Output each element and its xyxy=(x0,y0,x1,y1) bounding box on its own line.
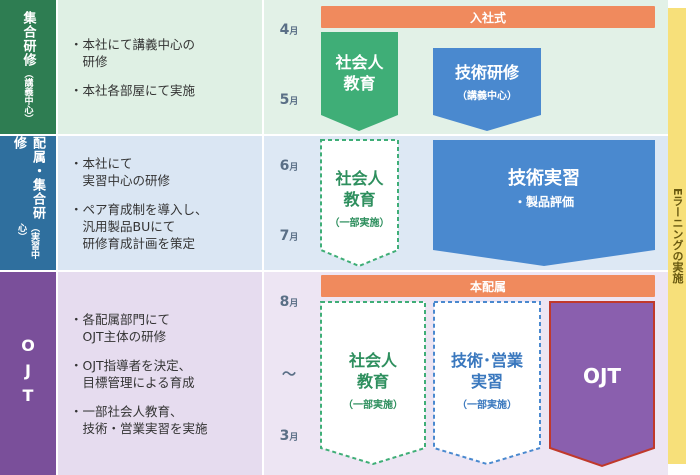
desc-item: ・OJT指導者を決定、 目標管理による育成 xyxy=(70,357,195,390)
phase-desc-3: ・各配属部門にて OJT主体の研修 ・OJT指導者を決定、 目標管理による育成 … xyxy=(58,272,262,475)
phase-desc-1: ・本社にて講義中心の 研修 ・本社各部屋にて実施 xyxy=(58,0,262,134)
shakaijin-partial-arrow-1 xyxy=(320,139,399,268)
elearning-bar: Eラーニングの実施 xyxy=(668,8,686,464)
phase-label-main: 集合研修 xyxy=(20,11,36,67)
phase-label-sub: （実習中心） xyxy=(16,223,39,260)
phase-label-main: 配属・集合研修 xyxy=(11,136,45,220)
month-label: 3月 xyxy=(279,428,299,444)
month-label: 8月 xyxy=(279,294,299,310)
month-label: 7月 xyxy=(279,228,299,244)
gijutsu-jisshu-arrow xyxy=(433,140,655,266)
desc-item: ・本社各部屋にて実施 xyxy=(70,82,196,98)
month-label: 5月 xyxy=(279,92,299,108)
desc-item: ・各配属部門にて OJT主体の研修 xyxy=(70,311,171,344)
ojt-arrow xyxy=(549,301,655,468)
desc-item: ・本社にて講義中心の 研修 xyxy=(70,36,196,69)
shakaijin-arrow xyxy=(321,32,398,131)
shakaijin-partial-label-2: 社会人 教育 （一部実施） xyxy=(343,351,403,411)
eigyo-partial-arrow xyxy=(433,301,541,466)
assignment-banner: 本配属 xyxy=(321,275,655,297)
elearning-label: Eラーニングの実施 xyxy=(671,188,684,284)
gijutsu-jisshu-label: 技術実習 ・製品評価 xyxy=(508,168,580,209)
gijutsu-kenshu-arrow xyxy=(433,48,541,131)
shakaijin-partial-arrow-2 xyxy=(320,301,426,466)
phase-label-ojt: OJT xyxy=(0,272,56,475)
desc-item: ・ペア育成制を導入し、 汎用製品BUにて 研修育成計画を策定 xyxy=(70,201,208,251)
gijutsu-kenshu-label: 技術研修 （講義中心） xyxy=(454,63,519,102)
entrance-ceremony-banner: 入社式 xyxy=(321,6,655,28)
phase-label-group-training: 集合研修 （講義中心） xyxy=(0,0,56,134)
desc-item: ・本社にて 実習中心の研修 xyxy=(70,155,171,188)
phase-label-main: OJT xyxy=(18,336,38,411)
desc-item: ・一部社会人教育、 技術・営業実習を実施 xyxy=(70,403,208,436)
month-label: 4月 xyxy=(279,22,299,38)
phase-label-assignment: 配属・集合研修 （実習中心） xyxy=(0,136,56,270)
phase-desc-2: ・本社にて 実習中心の研修 ・ペア育成制を導入し、 汎用製品BUにて 研修育成計… xyxy=(58,136,262,270)
shakaijin-partial-label: 社会人 教育 （一部実施） xyxy=(329,169,390,229)
month-label: 6月 xyxy=(279,158,299,174)
ojt-label: OJT xyxy=(582,364,622,388)
phase-label-sub: （講義中心） xyxy=(22,69,33,123)
eigyo-label: 技術･営業 実習 （一部実施） xyxy=(450,351,523,411)
shakaijin-label: 社会人 教育 xyxy=(335,53,384,93)
month-tilde: 〜 xyxy=(282,367,296,383)
